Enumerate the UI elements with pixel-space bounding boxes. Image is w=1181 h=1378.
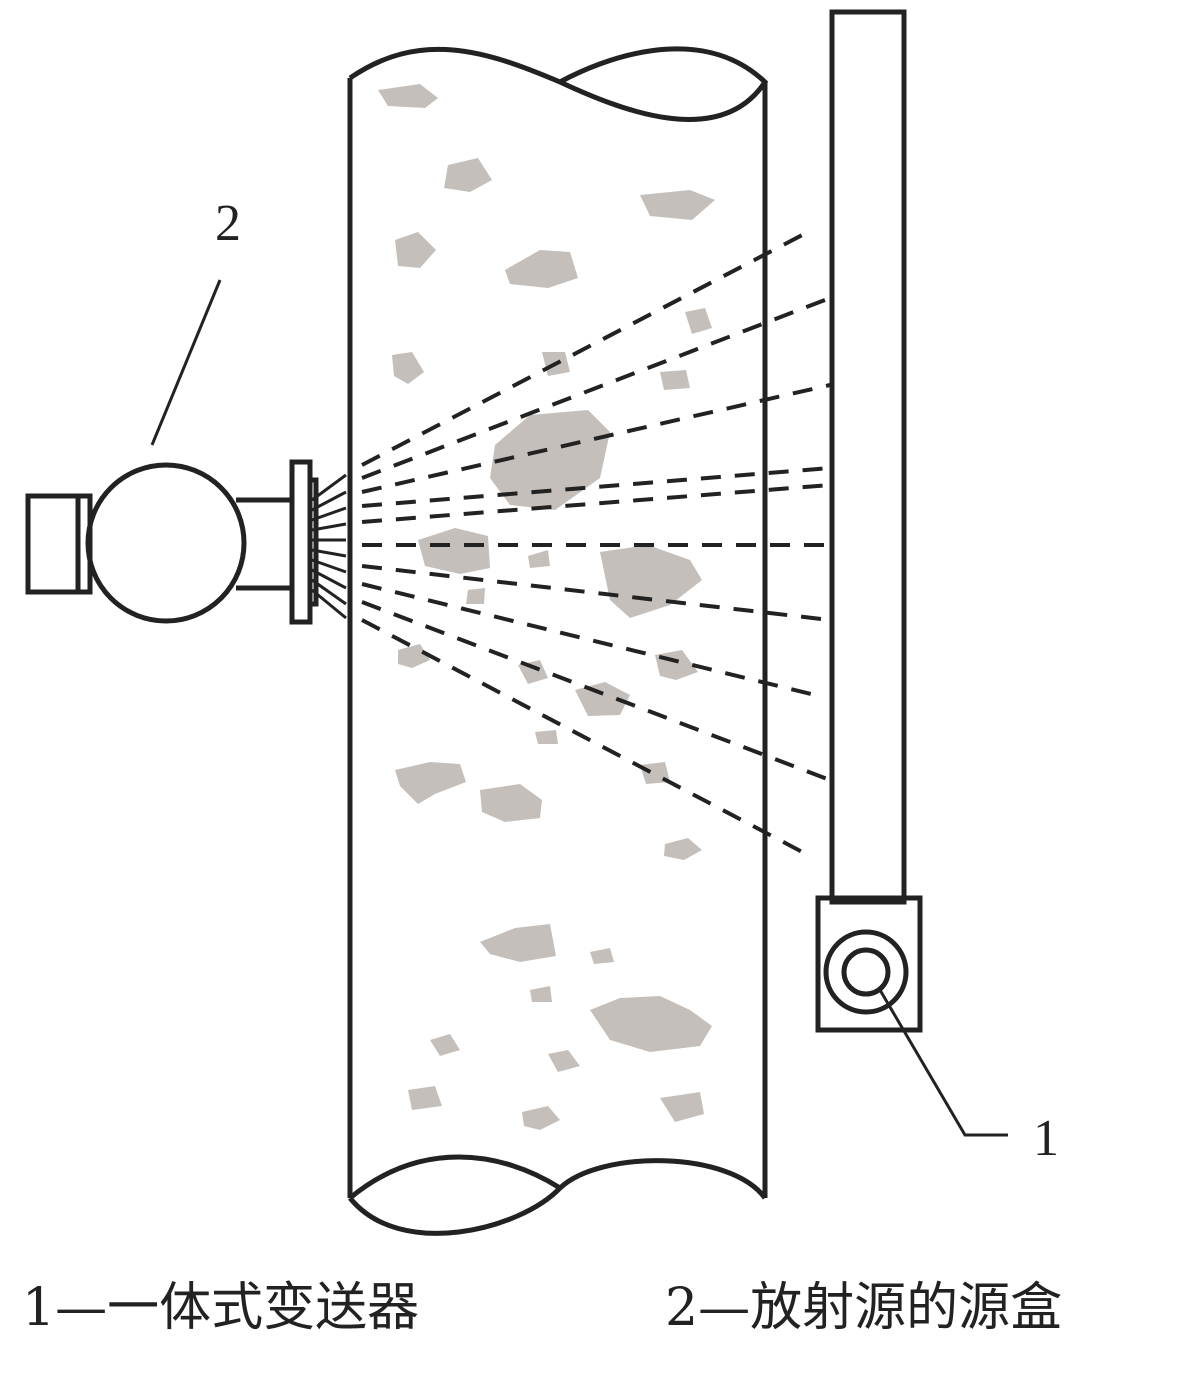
radiation-beam (361, 230, 831, 857)
callout-label-1: 1 (1033, 1110, 1059, 1167)
callout-label-2: 2 (215, 195, 241, 252)
radiation-source-box (25, 459, 319, 625)
callout-leaders (150, 279, 1008, 1137)
pipe (347, 46, 769, 1236)
pipe-particles (378, 84, 715, 1130)
legend-item-source-box: 2—放射源的源盒 (665, 1278, 1063, 1338)
integrated-transmitter (815, 9, 923, 1033)
legend-item-transmitter: 1—一体式变送器 (22, 1278, 420, 1338)
